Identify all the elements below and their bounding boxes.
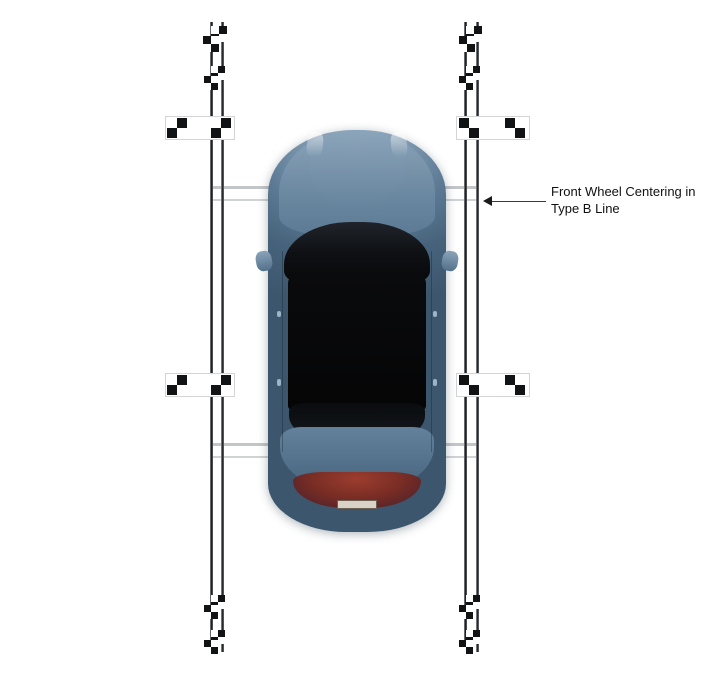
- checker-marker: [211, 375, 231, 395]
- left-post: [210, 22, 226, 652]
- checker-marker: [459, 640, 473, 654]
- right-post: [464, 22, 480, 652]
- left-post-rail-outer: [221, 22, 224, 652]
- hood-highlight-right: [390, 132, 409, 158]
- checker-marker: [211, 118, 231, 138]
- checker-marker: [204, 640, 218, 654]
- annotation-arrowhead-icon: [483, 196, 492, 206]
- annotation-leader-line: [492, 201, 546, 202]
- car-door-seam-left: [282, 250, 284, 452]
- car-hood: [278, 130, 436, 235]
- checker-marker: [204, 605, 218, 619]
- annotation-label: Front Wheel Centering in Type B Line: [551, 184, 696, 216]
- car-door-seam-right: [430, 250, 432, 452]
- car-door-handle-rear-right: [432, 379, 438, 386]
- car-door-handle-right: [432, 310, 438, 318]
- checker-marker: [203, 36, 219, 52]
- checker-marker: [167, 118, 187, 138]
- hood-highlight-left: [305, 132, 324, 158]
- car-roof: [287, 274, 427, 412]
- checker-marker: [459, 605, 473, 619]
- checker-marker: [459, 375, 479, 395]
- checker-marker: [459, 76, 473, 90]
- car-windshield: [284, 222, 430, 283]
- checker-marker: [204, 76, 218, 90]
- right-post-rail-inner: [464, 22, 467, 652]
- left-post-rail-inner: [210, 22, 213, 652]
- checker-marker: [459, 36, 475, 52]
- checker-marker: [459, 118, 479, 138]
- car-side-mirror-right: [440, 249, 461, 272]
- right-post-rail-outer: [476, 22, 479, 652]
- car-door-handle-rear-left: [276, 379, 282, 386]
- car-body: [268, 130, 446, 532]
- vehicle-top-view: [253, 130, 461, 532]
- checker-marker: [505, 118, 525, 138]
- checker-marker: [505, 375, 525, 395]
- car-door-handle-left: [276, 310, 282, 318]
- checker-marker: [167, 375, 187, 395]
- car-license-plate: [337, 499, 377, 509]
